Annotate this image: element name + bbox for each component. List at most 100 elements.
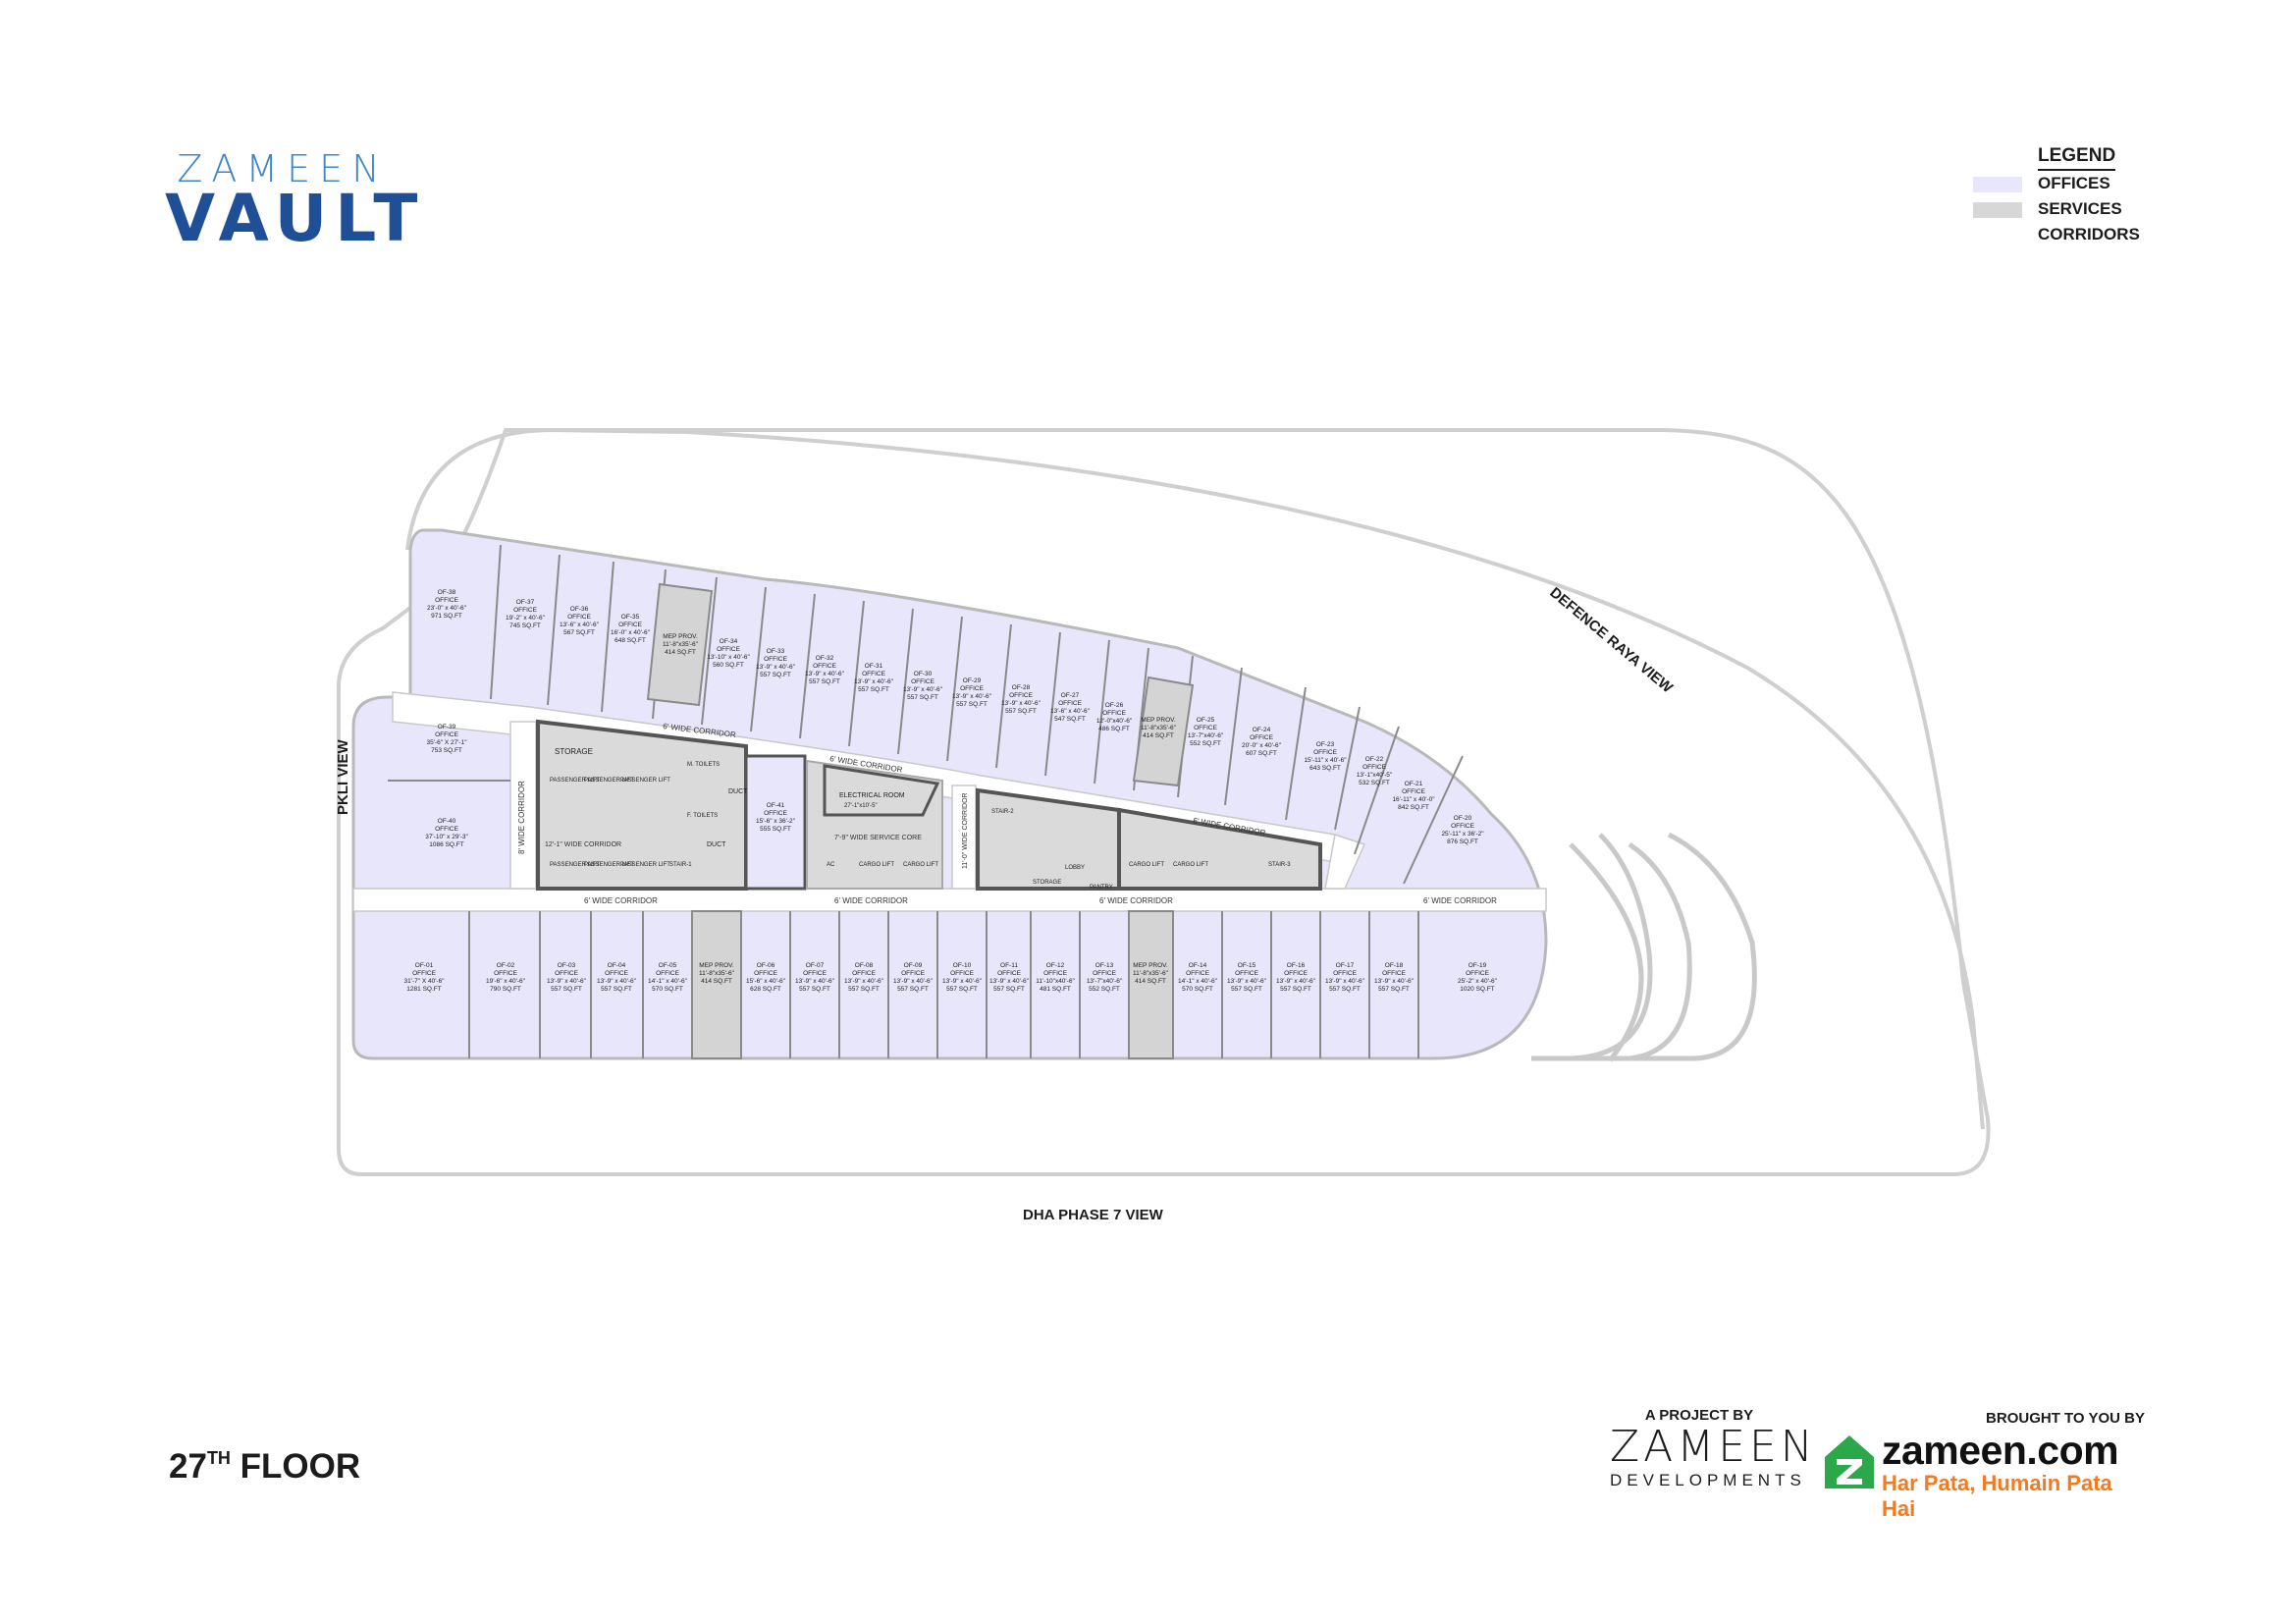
office-bottom-11-line-3: 557 SQ.FT (993, 986, 1025, 993)
office-top-1-line-0: OF-37 (516, 599, 535, 606)
office-bottom-17-line-0: OF-16 (1287, 962, 1306, 969)
mep-top-1 (646, 582, 714, 707)
office-bottom-17-line-1: OFFICE (1284, 970, 1308, 977)
project-by-block: A PROJECT BY ZAMEEN DEVELOPMENTS (1610, 1407, 1813, 1490)
office-top-8-line-0: OF-31 (865, 663, 883, 670)
corridor-label-lower-1: 6' WIDE CORRIDOR (584, 896, 658, 905)
office-top-9-line-3: 557 SQ.FT (907, 694, 938, 701)
ac-label: AC (827, 862, 835, 868)
office-top-0-line-3: 971 SQ.FT (431, 613, 462, 620)
office-bottom-7-line-1: OFFICE (803, 970, 827, 977)
corridor-label-mid: 11'-0" WIDE CORRIDOR (962, 792, 969, 869)
office-bottom-19-line-3: 557 SQ.FT (1378, 986, 1410, 993)
office-top-13-line-0: OF-26 (1105, 702, 1124, 709)
legend-swatch-corridors (1973, 228, 2022, 243)
stair-2-label: STAIR-2 (991, 809, 1014, 815)
legend-item-corridors: CORRIDORS (1973, 224, 2189, 247)
office-bottom-9-line-1: OFFICE (901, 970, 925, 977)
office-top-2-line-1: OFFICE (567, 614, 591, 621)
office-bottom-11-line-1: OFFICE (997, 970, 1021, 977)
brought-by-block: BROUGHT TO YOU BY zameen.com Har Pata, H… (1821, 1410, 2145, 1521)
office-bottom-8-line-3: 557 SQ.FT (848, 986, 880, 993)
office-top-20-line-3: 876 SQ.FT (1447, 839, 1478, 845)
office-top-15-line-3: 552 SQ.FT (1190, 740, 1221, 747)
office-top-10-line-1: OFFICE (960, 685, 984, 692)
office-top-7-line-0: OF-32 (816, 655, 834, 662)
office-top-13-line-3: 486 SQ.FT (1098, 726, 1130, 732)
office-top-13-line-2: 12'-0"x40'-6" (1096, 718, 1133, 725)
office-top-7-line-1: OFFICE (813, 663, 836, 670)
service-core-label: 7'-9" WIDE SERVICE CORE (834, 835, 922, 841)
office-bottom-11-line-2: 13'-9" x 40'-6" (989, 978, 1030, 985)
office-bottom-18-line-0: OF-17 (1336, 962, 1355, 969)
brand-name: zameen.com (1882, 1428, 2119, 1473)
corridor-label-lower-4: 6' WIDE CORRIDOR (1423, 896, 1497, 905)
office-bottom-5-line-1: 11'-8"x35'-6" (699, 970, 735, 977)
corridor-label-left: 8' WIDE CORRIDOR (517, 781, 526, 854)
office-top-13-line-1: OFFICE (1102, 710, 1126, 717)
office-left-0-line-1: OFFICE (435, 731, 458, 738)
office-left-1-line-2: 37'-10" x 29'-3" (425, 834, 468, 840)
office-top-12-line-0: OF-27 (1061, 692, 1080, 699)
office-bottom-17-line-2: 13'-9" x 40'-6" (1276, 978, 1316, 985)
office-top-18-line-0: OF-22 (1365, 756, 1384, 763)
office-bottom-14-line-2: 414 SQ.FT (1135, 978, 1166, 985)
mid-office-block (744, 754, 807, 891)
m-toilets-label: M. TOILETS (687, 762, 720, 768)
passenger-lift-label-4: PASSENGER LIFT (550, 862, 600, 868)
office-bottom-3-line-0: OF-04 (608, 962, 626, 969)
balcony-arc-1 (1569, 842, 1644, 1062)
office-bottom-8-line-0: OF-08 (855, 962, 874, 969)
corridor-label-core: 12'-1" WIDE CORRIDOR (545, 841, 621, 848)
office-top-1-line-3: 745 SQ.FT (509, 622, 541, 629)
office-top-20-line-2: 25'-11" x 36'-2" (1441, 831, 1484, 838)
floor-word: FLOOR (240, 1447, 361, 1486)
office-top-4-line-1: 11'-8"x35'-6" (663, 641, 699, 648)
office-top-18-line-2: 13'-1"x40'-5" (1357, 772, 1393, 779)
office-top-3-line-3: 648 SQ.FT (614, 637, 646, 644)
office-bottom-11-line-0: OF-11 (1000, 962, 1018, 969)
office-top-3-line-0: OF-35 (621, 614, 640, 621)
office-bottom-10-line-1: OFFICE (950, 970, 974, 977)
office-top-2-line-2: 13'-6" x 40'-6" (560, 622, 600, 628)
logo-top-text: ZAMEEN (177, 147, 389, 190)
office-bottom-10-line-0: OF-10 (953, 962, 972, 969)
legend-swatch-offices (1973, 177, 2022, 192)
office-bottom-1-line-0: OF-02 (497, 962, 515, 969)
passenger-lift-label-1: PASSENGER LIFT (550, 778, 600, 784)
office-top-4-line-0: MEP PROV. (663, 633, 698, 640)
office-bottom-12-line-3: 481 SQ.FT (1040, 986, 1071, 993)
office-mid-line-1: OFFICE (764, 810, 787, 817)
office-top-14-line-2: 414 SQ.FT (1143, 732, 1174, 739)
office-top-16-line-3: 607 SQ.FT (1246, 750, 1277, 757)
office-bottom-13-line-2: 13'-7"x40'-6" (1087, 978, 1123, 985)
legend-label-corridors: CORRIDORS (2038, 225, 2140, 243)
office-top-6-line-3: 557 SQ.FT (760, 672, 791, 678)
office-top-7-line-2: 13'-9" x 40'-6" (805, 671, 845, 677)
floor-title: 27TH FLOOR (169, 1447, 360, 1487)
office-bottom-13-line-0: OF-13 (1095, 962, 1114, 969)
office-bottom-0-line-1: OFFICE (412, 970, 436, 977)
office-top-6-line-0: OF-33 (767, 648, 785, 655)
balcony-arc-3 (1571, 841, 1692, 1061)
zameen-vault-logo: ZAMEEN VAULT (165, 147, 417, 251)
office-bottom-4-line-0: OF-05 (659, 962, 677, 969)
office-bottom-15-line-0: OF-14 (1189, 962, 1207, 969)
office-bottom-19-line-0: OF-18 (1385, 962, 1404, 969)
office-bottom-2-line-2: 13'-9" x 40'-6" (547, 978, 587, 985)
office-bottom-4-line-3: 570 SQ.FT (652, 986, 683, 993)
pkli-view-label: PKLI VIEW (335, 738, 351, 815)
stair-1-label: STAIR-1 (669, 862, 692, 868)
office-top-5-line-2: 13'-10" x 40'-6" (707, 654, 750, 661)
office-bottom-20-line-0: OF-19 (1468, 962, 1487, 969)
office-top-0-line-1: OFFICE (435, 597, 458, 604)
cargo-lift-label-1: CARGO LIFT (859, 862, 894, 868)
corridor-label-lower-2: 6' WIDE CORRIDOR (834, 896, 908, 905)
floor-number: 27 (169, 1447, 207, 1486)
office-top-19-line-2: 16'-11" x 40'-0" (1392, 796, 1435, 803)
office-bottom-16-line-0: OF-15 (1238, 962, 1256, 969)
office-bottom-20-line-1: OFFICE (1466, 970, 1489, 977)
office-top-19-line-3: 842 SQ.FT (1398, 804, 1429, 811)
cargo-lift-label-3: CARGO LIFT (1129, 862, 1164, 868)
